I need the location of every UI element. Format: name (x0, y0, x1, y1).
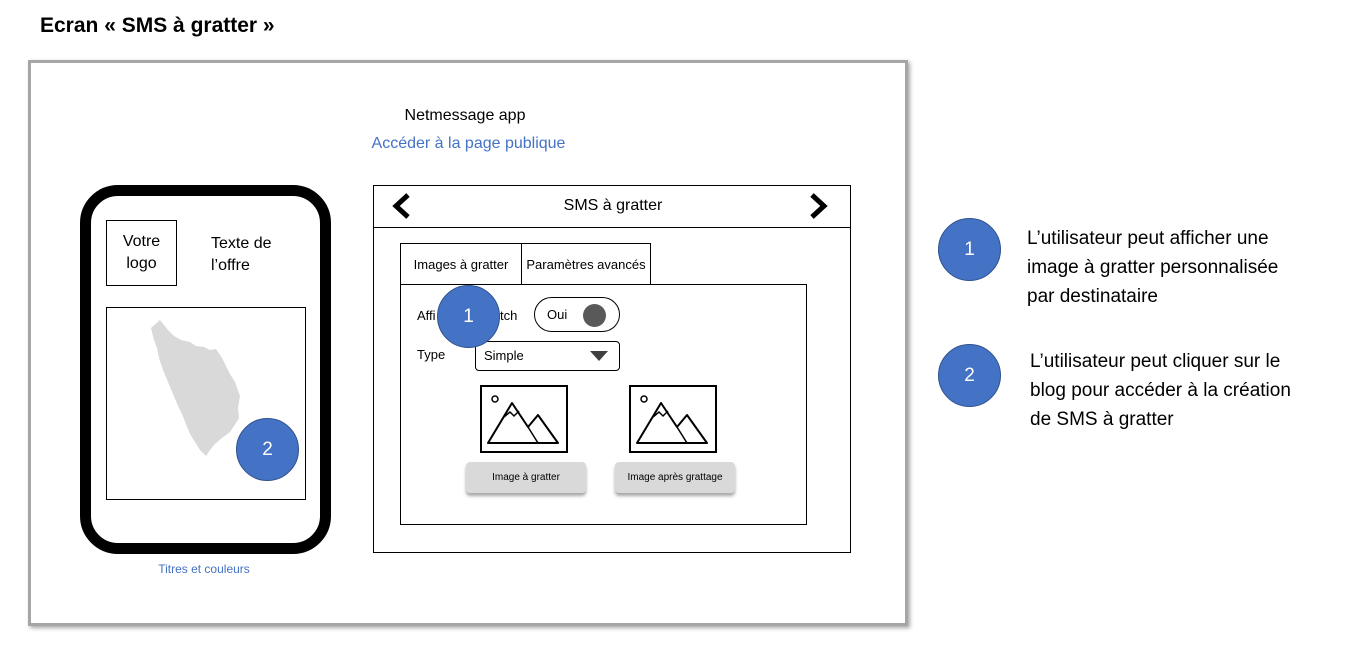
offer-text: Texte de l’offre (211, 235, 272, 274)
image-placeholder-icon[interactable] (480, 385, 568, 453)
display-label-prefix: Affi (417, 308, 436, 323)
toggle-value: Oui (547, 307, 568, 322)
image-a-gratter-button[interactable]: Image à gratter (466, 462, 586, 493)
tab-images-a-gratter[interactable]: Images à gratter (400, 243, 522, 285)
caret-down-icon (590, 351, 608, 361)
panel-header (373, 185, 851, 228)
legend-text-2: L’utilisateur peut cliquer sur le blog p… (1030, 351, 1291, 430)
legend-marker-1: 1 (938, 218, 1001, 281)
tab-parametres-avances[interactable]: Paramètres avancés (521, 243, 651, 285)
chevron-left-icon[interactable] (392, 193, 412, 219)
type-select[interactable] (475, 341, 620, 371)
legend-marker-2: 2 (938, 344, 1001, 407)
display-label-suffix: tch (500, 308, 518, 323)
image-apres-grattage-button[interactable]: Image après grattage (615, 462, 735, 493)
logo-placeholder: Votre logo (106, 220, 177, 286)
titles-colors-link[interactable]: Titres et couleurs (158, 562, 250, 576)
chevron-right-icon[interactable] (808, 193, 828, 219)
image-placeholder-icon[interactable] (629, 385, 717, 453)
toggle-knob[interactable] (583, 304, 606, 327)
scratch-mark-icon (151, 320, 240, 456)
marker-2: 2 (236, 418, 299, 481)
public-page-link[interactable]: Accéder à la page publique (371, 135, 566, 152)
app-name: Netmessage app (404, 107, 526, 124)
type-label: Type (417, 347, 446, 362)
screen-title: Ecran « SMS à gratter » (40, 14, 275, 37)
marker-1: 1 (437, 285, 500, 348)
type-select-value: Simple (484, 348, 524, 363)
legend-text-1: L’utilisateur peut afficher une image à … (1027, 228, 1279, 307)
panel-title: SMS à gratter (563, 197, 663, 214)
scratch-area[interactable] (106, 307, 306, 500)
